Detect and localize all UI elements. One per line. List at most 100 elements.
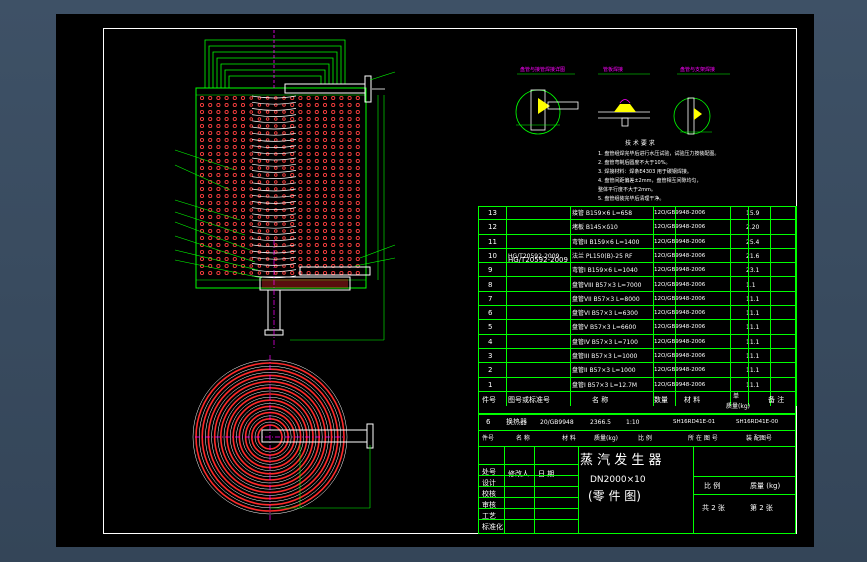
part-number: 11 xyxy=(488,237,497,246)
part-leader-lines xyxy=(174,149,263,279)
drawing-subtitle: DN2000×10 xyxy=(590,475,646,485)
title-line xyxy=(478,464,578,465)
technical-note: 3. 焊接材料：焊条E4303 用于碳钢焊接。 xyxy=(598,169,692,175)
part-number: 10 xyxy=(488,251,497,260)
ah-mass: 质量(kg) xyxy=(594,435,618,442)
part-name: 盘管III B57×3 L=1000 xyxy=(572,353,638,360)
sheet-number: 第 2 张 xyxy=(750,504,773,512)
part-number: 9 xyxy=(488,266,493,275)
assembly-num: 6 xyxy=(486,418,491,426)
change-label: 修改人 xyxy=(508,470,529,478)
title-label: 标准化 xyxy=(482,523,503,531)
title-col xyxy=(578,447,579,534)
title-line xyxy=(478,486,578,487)
part-name: 弯管I B159×6 L=1040 xyxy=(572,267,638,275)
header-name: 名 称 xyxy=(592,396,609,404)
title-line xyxy=(478,497,578,498)
title-label: 审核 xyxy=(482,501,496,509)
technical-note: 2. 盘管弯制后圆度不大于10%。 xyxy=(598,160,671,166)
part-material: 12O/GB9948-2006 xyxy=(654,281,706,288)
ah-name: 名 称 xyxy=(516,435,530,442)
part-material: 12O/GB9948-2006 xyxy=(654,381,706,388)
table-col-line xyxy=(478,206,479,406)
technical-note: 4. 盘管间距偏差±2mm，盘管相互间隙均匀， xyxy=(598,178,702,184)
ah-material: 材 料 xyxy=(562,435,576,442)
title-line xyxy=(693,476,796,477)
header-material: 材 料 xyxy=(684,396,701,404)
technical-note: 5. 盘管组装完毕后清理干净。 xyxy=(598,196,665,202)
assembly-drawing: 换热器 xyxy=(506,418,527,426)
part-number: 2 xyxy=(488,366,493,375)
part-mass: 11.1 xyxy=(746,324,760,332)
table-row xyxy=(478,320,796,335)
part-material: 12O/GB9948-2006 xyxy=(654,252,706,259)
part-material: 12O/GB9948-2006 xyxy=(654,267,706,274)
title-col xyxy=(693,447,694,534)
table-row xyxy=(478,249,796,264)
table-row xyxy=(478,378,796,392)
date-label: 日 期 xyxy=(538,470,555,478)
table-col-line xyxy=(570,206,571,406)
part-name: 法兰 PL150(B)-25 RF xyxy=(572,252,633,260)
detail-label-3: 盘管与支架焊接 xyxy=(680,67,716,73)
title-line xyxy=(478,475,578,476)
part-name: 盘管VII B57×3 L=8000 xyxy=(572,295,640,303)
part-number: 1 xyxy=(488,380,493,389)
mass-label: 质量 (kg) xyxy=(750,482,781,490)
sheets-total: 共 2 张 xyxy=(702,504,725,512)
part-number: 12 xyxy=(488,223,497,232)
title-label: 设计 xyxy=(482,479,496,487)
table-row xyxy=(478,306,796,321)
part-material: 12O/GB9948-2006 xyxy=(654,238,706,245)
part-name: 弯管II B159×6 L=1400 xyxy=(572,238,640,246)
part-mass: 23.1 xyxy=(746,267,760,275)
part-material: 12O/GB9948-2006 xyxy=(654,367,706,374)
part-name: 盘管V B57×3 L=6600 xyxy=(572,324,637,332)
table-col-line xyxy=(770,206,771,406)
part-name: 盘管II B57×3 L=1000 xyxy=(572,367,636,375)
ah-location: 所 在 图 号 xyxy=(688,435,718,442)
title-line xyxy=(478,519,578,520)
title-line xyxy=(478,430,796,431)
part-material: 12O/GB9948-2006 xyxy=(654,353,706,359)
part-number: 13 xyxy=(488,209,497,217)
table-row xyxy=(478,206,796,221)
ah-drawing: 装 配图号 xyxy=(746,435,772,442)
part-material: 12O/GB9948-2006 xyxy=(654,210,706,216)
part-number: 4 xyxy=(488,337,493,346)
table-row xyxy=(478,363,796,378)
table-row xyxy=(478,263,796,278)
table-row xyxy=(478,220,796,235)
title-col xyxy=(504,447,505,534)
table-row xyxy=(478,349,796,364)
title-line xyxy=(693,494,796,495)
part-number: 7 xyxy=(488,294,493,303)
header-part-number: 件号 xyxy=(482,396,496,404)
part-mass: 11.1 xyxy=(746,310,760,318)
header-unit-kg: 质量(kg) xyxy=(726,403,750,410)
ah-scale: 比 例 xyxy=(638,435,652,442)
part-mass: 2.20 xyxy=(746,224,760,232)
coil-inlet-brackets xyxy=(204,39,346,88)
part-number: 8 xyxy=(488,280,493,289)
part-drawing-number: HG/T20592-2009 xyxy=(508,252,560,260)
part-mass: 15.9 xyxy=(746,210,760,217)
part-name: 盘管VIII B57×3 L=7000 xyxy=(572,281,642,289)
technical-note: 1. 盘管组焊完毕后进行水压试验，试验压力按装配图。 xyxy=(598,151,720,157)
part-mass: 11.1 xyxy=(746,367,760,375)
scale-label: 比 例 xyxy=(704,482,721,490)
table-row xyxy=(478,292,796,307)
drawing-type: (零 件 图) xyxy=(588,489,641,503)
table-col-line xyxy=(730,206,731,406)
table-col-line xyxy=(748,206,749,406)
table-row xyxy=(478,278,796,292)
part-name: 盘管VI B57×3 L=6300 xyxy=(572,310,638,318)
title-block-border xyxy=(478,414,796,534)
table-row xyxy=(478,335,796,349)
ah-num: 件号 xyxy=(482,435,495,442)
header-drawing: 图号或标准号 xyxy=(508,396,550,404)
part-mass: 21.6 xyxy=(746,252,760,260)
title-line xyxy=(478,508,578,509)
